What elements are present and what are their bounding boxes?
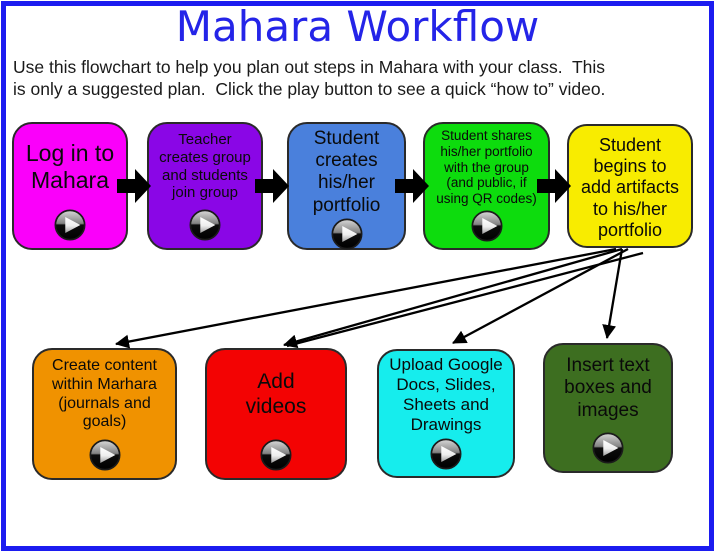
play-button-create-content[interactable]	[34, 435, 175, 475]
play-icon	[331, 218, 362, 250]
play-icon	[89, 439, 120, 471]
play-icon	[189, 209, 221, 241]
flow-node-login: Log in to Mahara	[12, 122, 128, 250]
play-button-upload-google[interactable]	[379, 435, 513, 474]
flow-node-share-portfolio-label: Student shares his/her portfolio with th…	[436, 128, 537, 207]
flow-node-create-content: Create content within Marhara (journals …	[32, 348, 177, 480]
intro-line-2: is only a suggested plan. Click the play…	[13, 78, 606, 99]
flow-node-add-videos-label: Add videos	[245, 369, 307, 418]
flow-node-insert-text: Insert text boxes and images	[543, 343, 673, 473]
play-icon	[592, 432, 624, 464]
fan-arrow-upload-google	[452, 247, 629, 345]
flow-node-create-portfolio-label: Student creates his/her portfolio	[312, 128, 381, 216]
intro-text: Use this flowchart to help you plan out …	[13, 57, 701, 100]
flow-node-create-content-label: Create content within Marhara (journals …	[52, 357, 157, 431]
flow-node-insert-text-label: Insert text boxes and images	[564, 355, 652, 421]
play-icon	[54, 209, 86, 241]
play-button-share-portfolio[interactable]	[425, 207, 548, 245]
flow-node-create-group-label: Teacher creates group and students join …	[159, 131, 251, 202]
play-icon	[260, 439, 292, 471]
page-title: Mahara Workflow	[175, 2, 540, 51]
play-icon	[471, 210, 502, 242]
play-button-login[interactable]	[14, 205, 126, 245]
play-icon	[430, 438, 462, 470]
flow-node-add-artifacts-label: Student begins to add artifacts to his/h…	[580, 135, 680, 240]
flow-node-login-label: Log in to Mahara	[25, 139, 115, 193]
play-button-insert-text[interactable]	[545, 428, 671, 468]
fan-arrow-add-videos	[283, 247, 623, 349]
intro-line-1: Use this flowchart to help you plan out …	[13, 57, 606, 77]
play-button-create-portfolio[interactable]	[289, 217, 404, 251]
flow-node-upload-google-label: Upload Google Docs, Slides, Sheets and D…	[389, 355, 503, 434]
flow-node-create-group: Teacher creates group and students join …	[147, 122, 263, 250]
fan-arrow-add-videos-2	[286, 251, 644, 348]
play-button-create-group[interactable]	[149, 205, 261, 245]
fan-arrow-insert-text	[602, 248, 624, 339]
flow-node-create-portfolio: Student creates his/her portfolio	[287, 122, 406, 250]
flow-node-add-artifacts: Student begins to add artifacts to his/h…	[567, 124, 693, 248]
flow-node-add-videos: Add videos	[205, 348, 347, 480]
flow-node-upload-google: Upload Google Docs, Slides, Sheets and D…	[377, 349, 515, 478]
fan-arrow-create-content	[115, 247, 617, 349]
play-button-add-videos[interactable]	[207, 435, 345, 475]
flow-node-share-portfolio: Student shares his/her portfolio with th…	[423, 122, 550, 250]
